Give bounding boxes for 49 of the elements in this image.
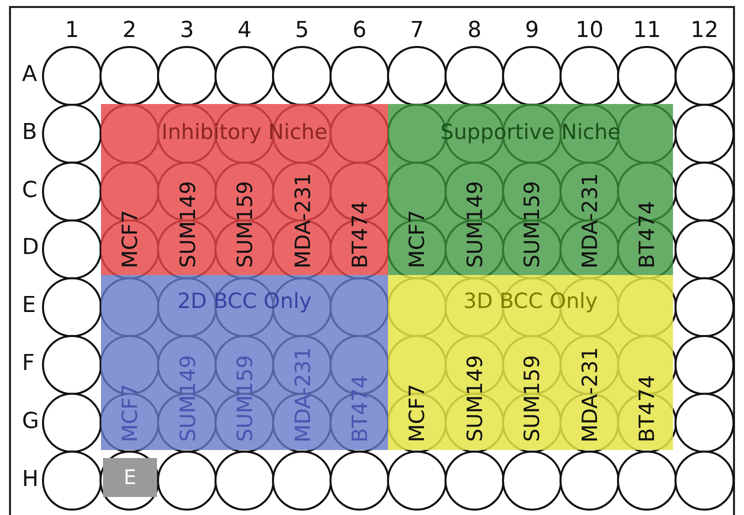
cell-line-label: MCF7 [118, 210, 142, 268]
column-number: 6 [352, 18, 368, 43]
cell-line-label: SUM159 [520, 181, 544, 268]
cell-line-label: MDA-231 [290, 346, 314, 442]
row-letter: A [22, 62, 38, 87]
cell-line-label: MDA-231 [578, 346, 602, 442]
column-number: 3 [179, 18, 195, 43]
row-letter: E [22, 293, 36, 318]
cell-line-label: BT474 [635, 374, 659, 442]
cell-line-label: MDA-231 [578, 172, 602, 268]
panel-label: E [103, 458, 157, 497]
sample-region [101, 275, 388, 450]
cell-line-label: SUM149 [176, 355, 200, 442]
row-letter: C [22, 178, 38, 203]
region-title: 2D BCC Only [176, 289, 313, 313]
column-number: 10 [574, 18, 604, 43]
sample-region [388, 275, 673, 450]
column-number: 4 [236, 18, 252, 43]
cell-line-label: MCF7 [405, 384, 429, 442]
row-letter: G [22, 408, 40, 434]
column-number: 9 [524, 18, 540, 43]
region-title: Supportive Niche [439, 120, 622, 144]
cell-line-label: MDA-231 [290, 172, 314, 268]
cell-line-label: BT474 [635, 200, 659, 268]
column-number: 7 [409, 18, 425, 43]
cell-line-label: SUM149 [462, 181, 486, 268]
region-title: Inhibitory Niche [160, 120, 328, 144]
column-number: 1 [64, 18, 80, 43]
sample-region [388, 104, 673, 275]
row-letter: B [22, 120, 38, 145]
column-number: 2 [122, 18, 138, 43]
cell-line-label: MCF7 [118, 384, 142, 442]
column-number: 5 [294, 18, 310, 43]
cell-line-label: SUM149 [462, 355, 486, 442]
row-letter: H [22, 466, 39, 492]
column-number: 11 [632, 18, 662, 43]
cell-line-label: SUM149 [176, 181, 200, 268]
column-number: 8 [466, 18, 482, 43]
cell-line-label: BT474 [348, 200, 372, 268]
cell-line-label: SUM159 [233, 355, 257, 442]
row-letter: F [22, 351, 35, 376]
cell-line-label: BT474 [348, 374, 372, 442]
region-title: 3D BCC Only [462, 289, 599, 313]
cell-line-label: MCF7 [405, 210, 429, 268]
cell-line-label: SUM159 [233, 181, 257, 268]
row-letter: D [22, 235, 39, 260]
cell-line-label: SUM159 [520, 355, 544, 442]
sample-region [101, 104, 388, 275]
column-number: 12 [690, 18, 720, 43]
